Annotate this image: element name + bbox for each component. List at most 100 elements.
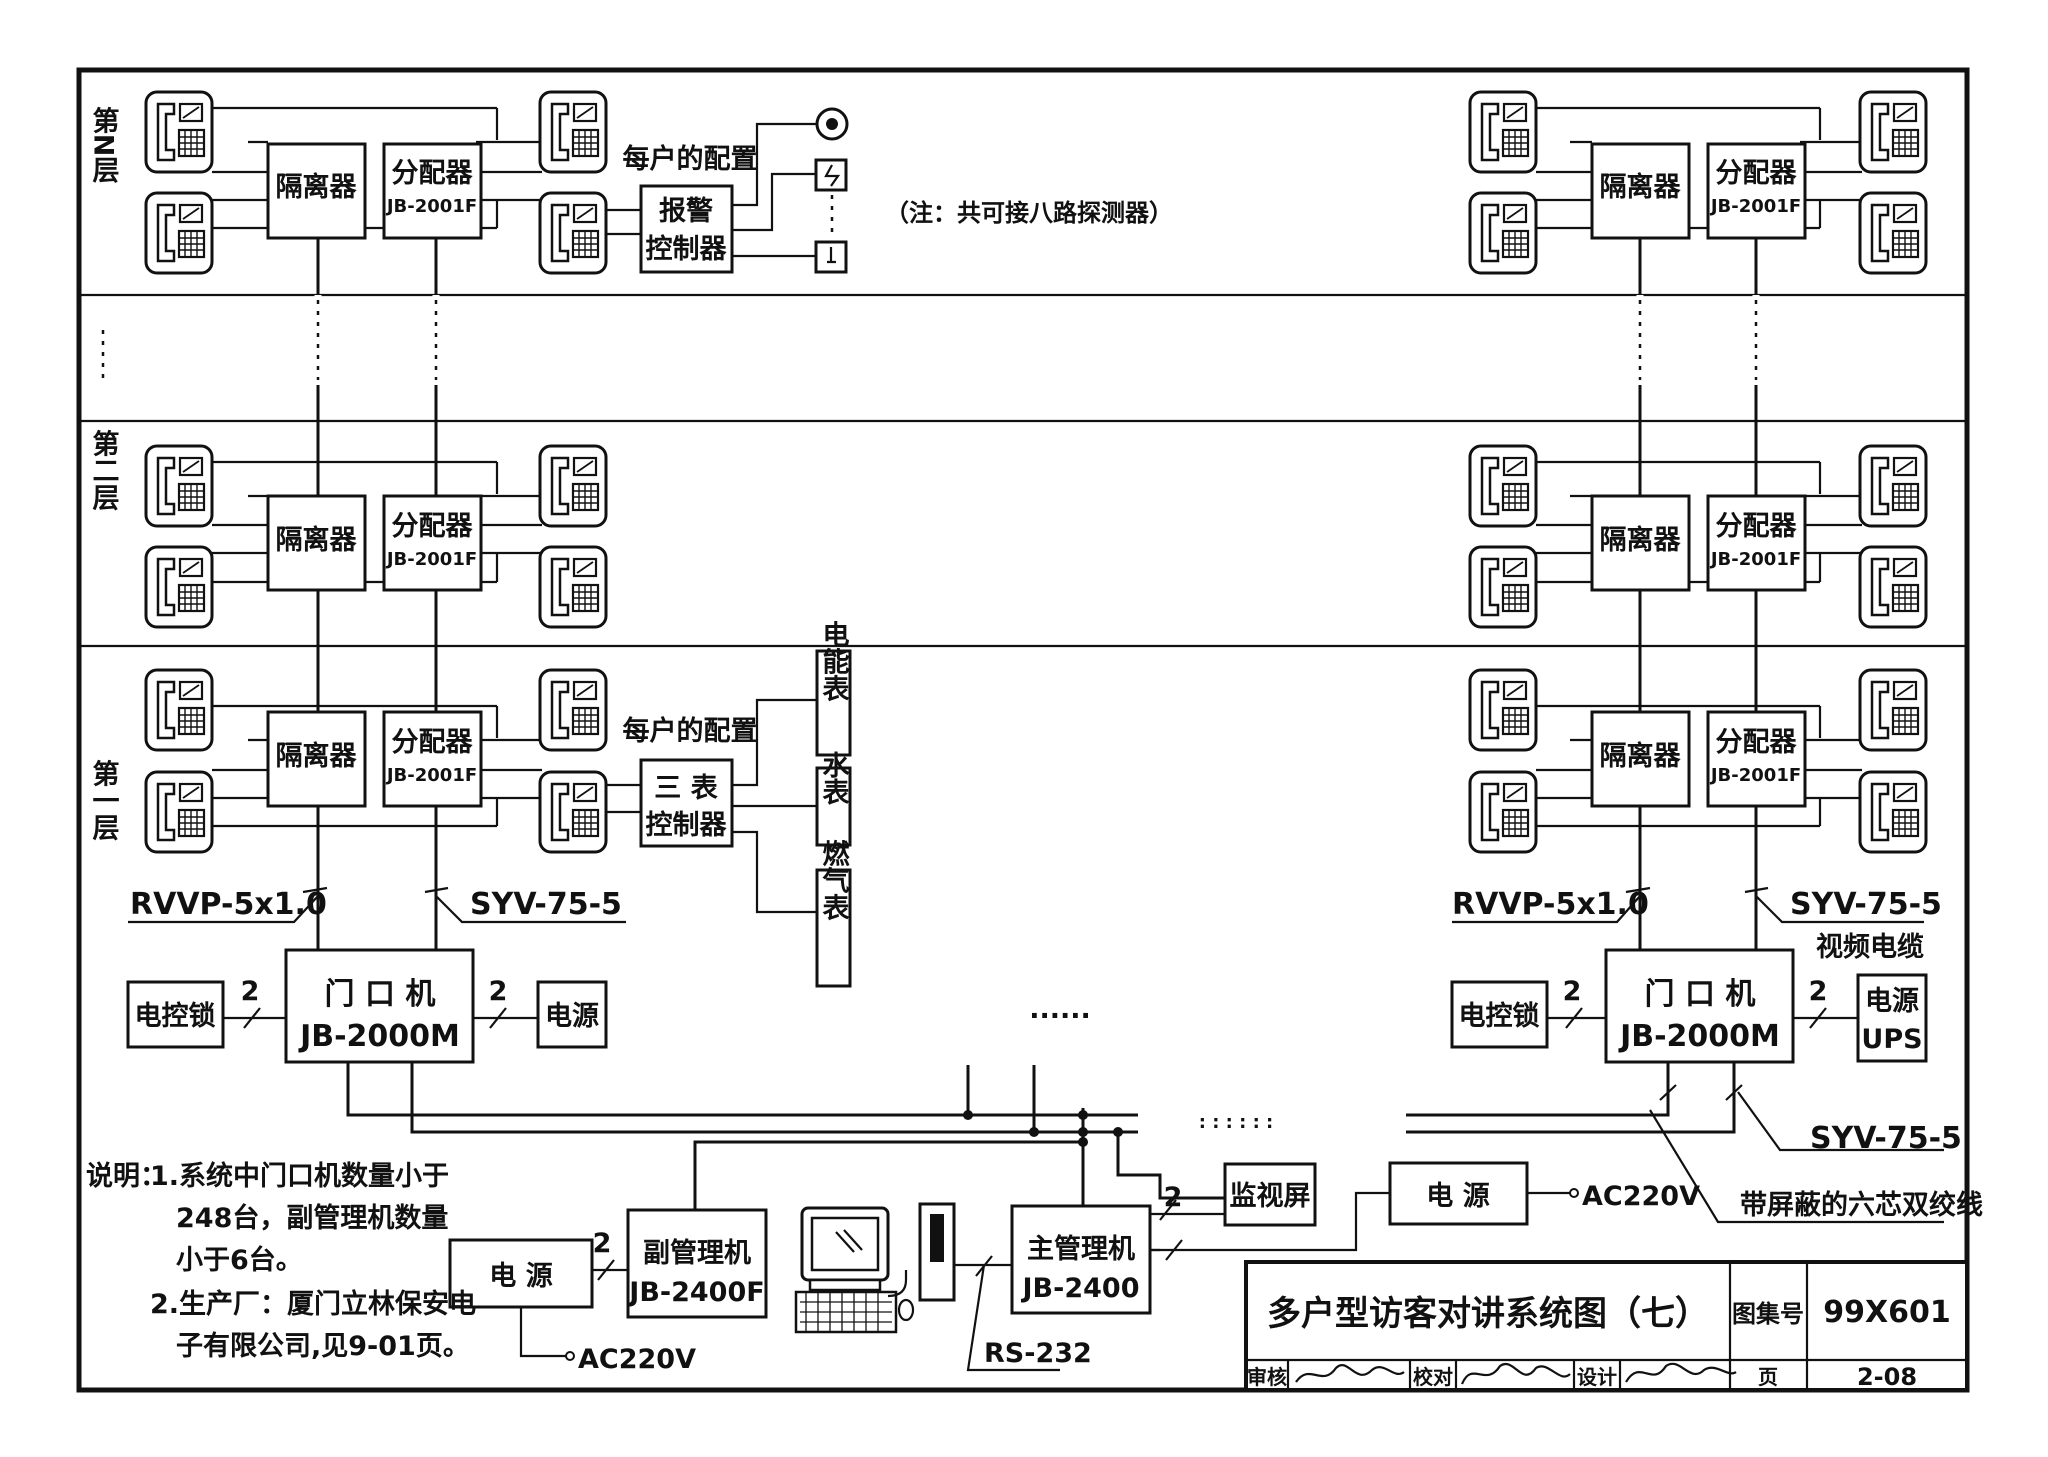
svg-text:1.系统中门口机数量小于: 1.系统中门口机数量小于: [150, 1160, 449, 1192]
floor-label-second: 第二层: [88, 428, 120, 511]
svg-text:隔离器: 隔离器: [276, 524, 358, 556]
distributor-box: [1706, 494, 1807, 592]
sub-manager-group: 副管理机 JB-2400F 电 源 2 AC220V: [448, 1208, 768, 1375]
intercom-handset-icon: [1468, 545, 1538, 629]
distributor-box: [382, 494, 483, 592]
svg-text:三 表: 三 表: [654, 773, 717, 804]
intercom-handset-icon: [144, 191, 214, 275]
alarm-note: （注：共可接八路探测器）: [885, 199, 1173, 227]
svg-text:JB-2400F: JB-2400F: [627, 1277, 764, 1308]
svg-text:2: 2: [241, 976, 260, 1007]
monitor-group: 监视屏 2: [1148, 1162, 1317, 1252]
svg-text:燃气表: 燃气表: [818, 839, 851, 921]
isolator-box: [266, 142, 367, 240]
svg-text:248台，副管理机数量: 248台，副管理机数量: [176, 1202, 448, 1234]
svg-text:审核: 审核: [1247, 1365, 1287, 1389]
intercom-handset-icon: [538, 668, 608, 752]
svg-text:电控锁: 电控锁: [1459, 1000, 1540, 1032]
svg-text:2: 2: [489, 976, 508, 1007]
svg-text:JB-2001F: JB-2001F: [385, 549, 477, 570]
electric-lock-box: [1450, 980, 1549, 1049]
svg-text:分配器: 分配器: [392, 727, 474, 758]
svg-text:: : : : : :: : : : : : :: [1199, 1112, 1274, 1133]
svg-text:主管理机: 主管理机: [1027, 1234, 1135, 1265]
intercom-handset-icon: [1468, 444, 1538, 528]
power-ups-box: [1856, 973, 1928, 1063]
signature: [1295, 1364, 1405, 1383]
svg-text:2: 2: [1809, 976, 1828, 1007]
left-riser-gap: [314, 295, 440, 385]
right-floor-2: 隔离器 分配器 JB-2001F: [1468, 444, 1928, 629]
svg-text:小于6台。: 小于6台。: [176, 1244, 303, 1276]
svg-text:视频电缆: 视频电缆: [1816, 932, 1924, 963]
isolator-box: [266, 710, 367, 808]
svg-text:AC220V: AC220V: [1582, 1181, 1700, 1212]
svg-text:说明：: 说明：: [86, 1161, 167, 1192]
svg-text:JB-2001F: JB-2001F: [385, 196, 477, 217]
svg-text:99X601: 99X601: [1823, 1295, 1951, 1330]
isolator-box: [1590, 142, 1691, 240]
isolator-box: [266, 494, 367, 592]
svg-text:RVVP-5x1.0: RVVP-5x1.0: [1452, 887, 1649, 922]
intercom-handset-icon: [1468, 770, 1538, 854]
meter-section: 每户的配置 三 表 控制器 电能表 水表 燃气表: [606, 620, 852, 988]
intercom-handset-icon: [538, 444, 608, 528]
intercom-handset-icon: [1858, 545, 1928, 629]
rs232-leader: [966, 1264, 1060, 1372]
intercom-handset-icon: [1858, 90, 1928, 174]
left-cable-labels: RVVP-5x1.0 SYV-75-5: [128, 886, 626, 924]
left-floor-2: 隔离器 分配器 JB-2001F: [144, 444, 608, 629]
intercom-handset-icon: [1858, 668, 1928, 752]
svg-text:JB-2000M: JB-2000M: [298, 1019, 460, 1054]
svg-text:报警: 报警: [659, 196, 713, 227]
syv-label: SYV-75-5: [1810, 1121, 1962, 1156]
intercom-handset-icon: [1468, 668, 1538, 752]
intercom-handset-icon: [144, 90, 214, 174]
left-floor-n: 隔离器 分配器 JB-2001F: [144, 90, 608, 275]
distributor-box: [382, 142, 483, 240]
intercom-handset-icon: [1468, 191, 1538, 275]
right-door-unit-group: 门 口 机 JB-2000M 电控锁 2 电源 UPS 2: [1450, 948, 1928, 1064]
meter-box: [815, 868, 852, 988]
svg-text:UPS: UPS: [1861, 1024, 1922, 1055]
meter-box: [815, 766, 852, 847]
svg-text:副管理机: 副管理机: [643, 1238, 751, 1269]
left-door-unit-group: 门 口 机 JB-2000M 电控锁 2 电源 2: [126, 948, 608, 1064]
shielded-cable-label: 带屏蔽的六芯双绞线: [1740, 1189, 1983, 1221]
drawing-title: 多户型访客对讲系统图（七）: [1267, 1294, 1709, 1334]
intercom-handset-icon: [144, 668, 214, 752]
svg-text:电 源: 电 源: [1426, 1181, 1489, 1212]
intercom-handset-icon: [144, 545, 214, 629]
svg-text:电控锁: 电控锁: [135, 1000, 216, 1032]
svg-text:电 源: 电 源: [489, 1261, 552, 1292]
rs232-label: RS-232: [984, 1338, 1092, 1369]
svg-text:分配器: 分配器: [1716, 158, 1798, 189]
notes: 说明： 1.系统中门口机数量小于 248台，副管理机数量 小于6台。 2.生产厂…: [86, 1160, 476, 1362]
right-power-group: 电 源 AC220V: [1388, 1161, 1700, 1226]
main-manager-group: 主管理机 JB-2400: [1010, 1191, 1390, 1315]
svg-text:分配器: 分配器: [1716, 511, 1798, 542]
svg-text:监视屏: 监视屏: [1230, 1181, 1311, 1212]
distributor-box: [1706, 142, 1807, 240]
signature: [1625, 1362, 1737, 1383]
right-floor-1: 隔离器 分配器 JB-2001F: [1468, 668, 1928, 854]
svg-text:隔离器: 隔离器: [276, 171, 358, 203]
isolator-box: [1590, 494, 1691, 592]
svg-text:电能表: 电能表: [818, 620, 850, 702]
svg-text:图集号: 图集号: [1732, 1300, 1804, 1328]
intercom-handset-icon: [538, 770, 608, 854]
svg-text:门 口 机: 门 口 机: [325, 977, 436, 1012]
svg-text:RVVP-5x1.0: RVVP-5x1.0: [130, 887, 327, 922]
meter-box: [815, 649, 852, 757]
svg-text:2-08: 2-08: [1857, 1363, 1917, 1391]
signature: [1460, 1362, 1571, 1385]
sub-manager-box: [626, 1208, 768, 1319]
shielded-leader: [1649, 1109, 1944, 1224]
intercom-handset-icon: [538, 90, 608, 174]
distributor-box: [1706, 710, 1807, 808]
isolator-box: [1590, 710, 1691, 808]
right-floor-n: 隔离器 分配器 JB-2001F: [1468, 90, 1928, 275]
intercom-handset-icon: [538, 545, 608, 629]
svg-text:JB-2400: JB-2400: [1021, 1273, 1140, 1304]
